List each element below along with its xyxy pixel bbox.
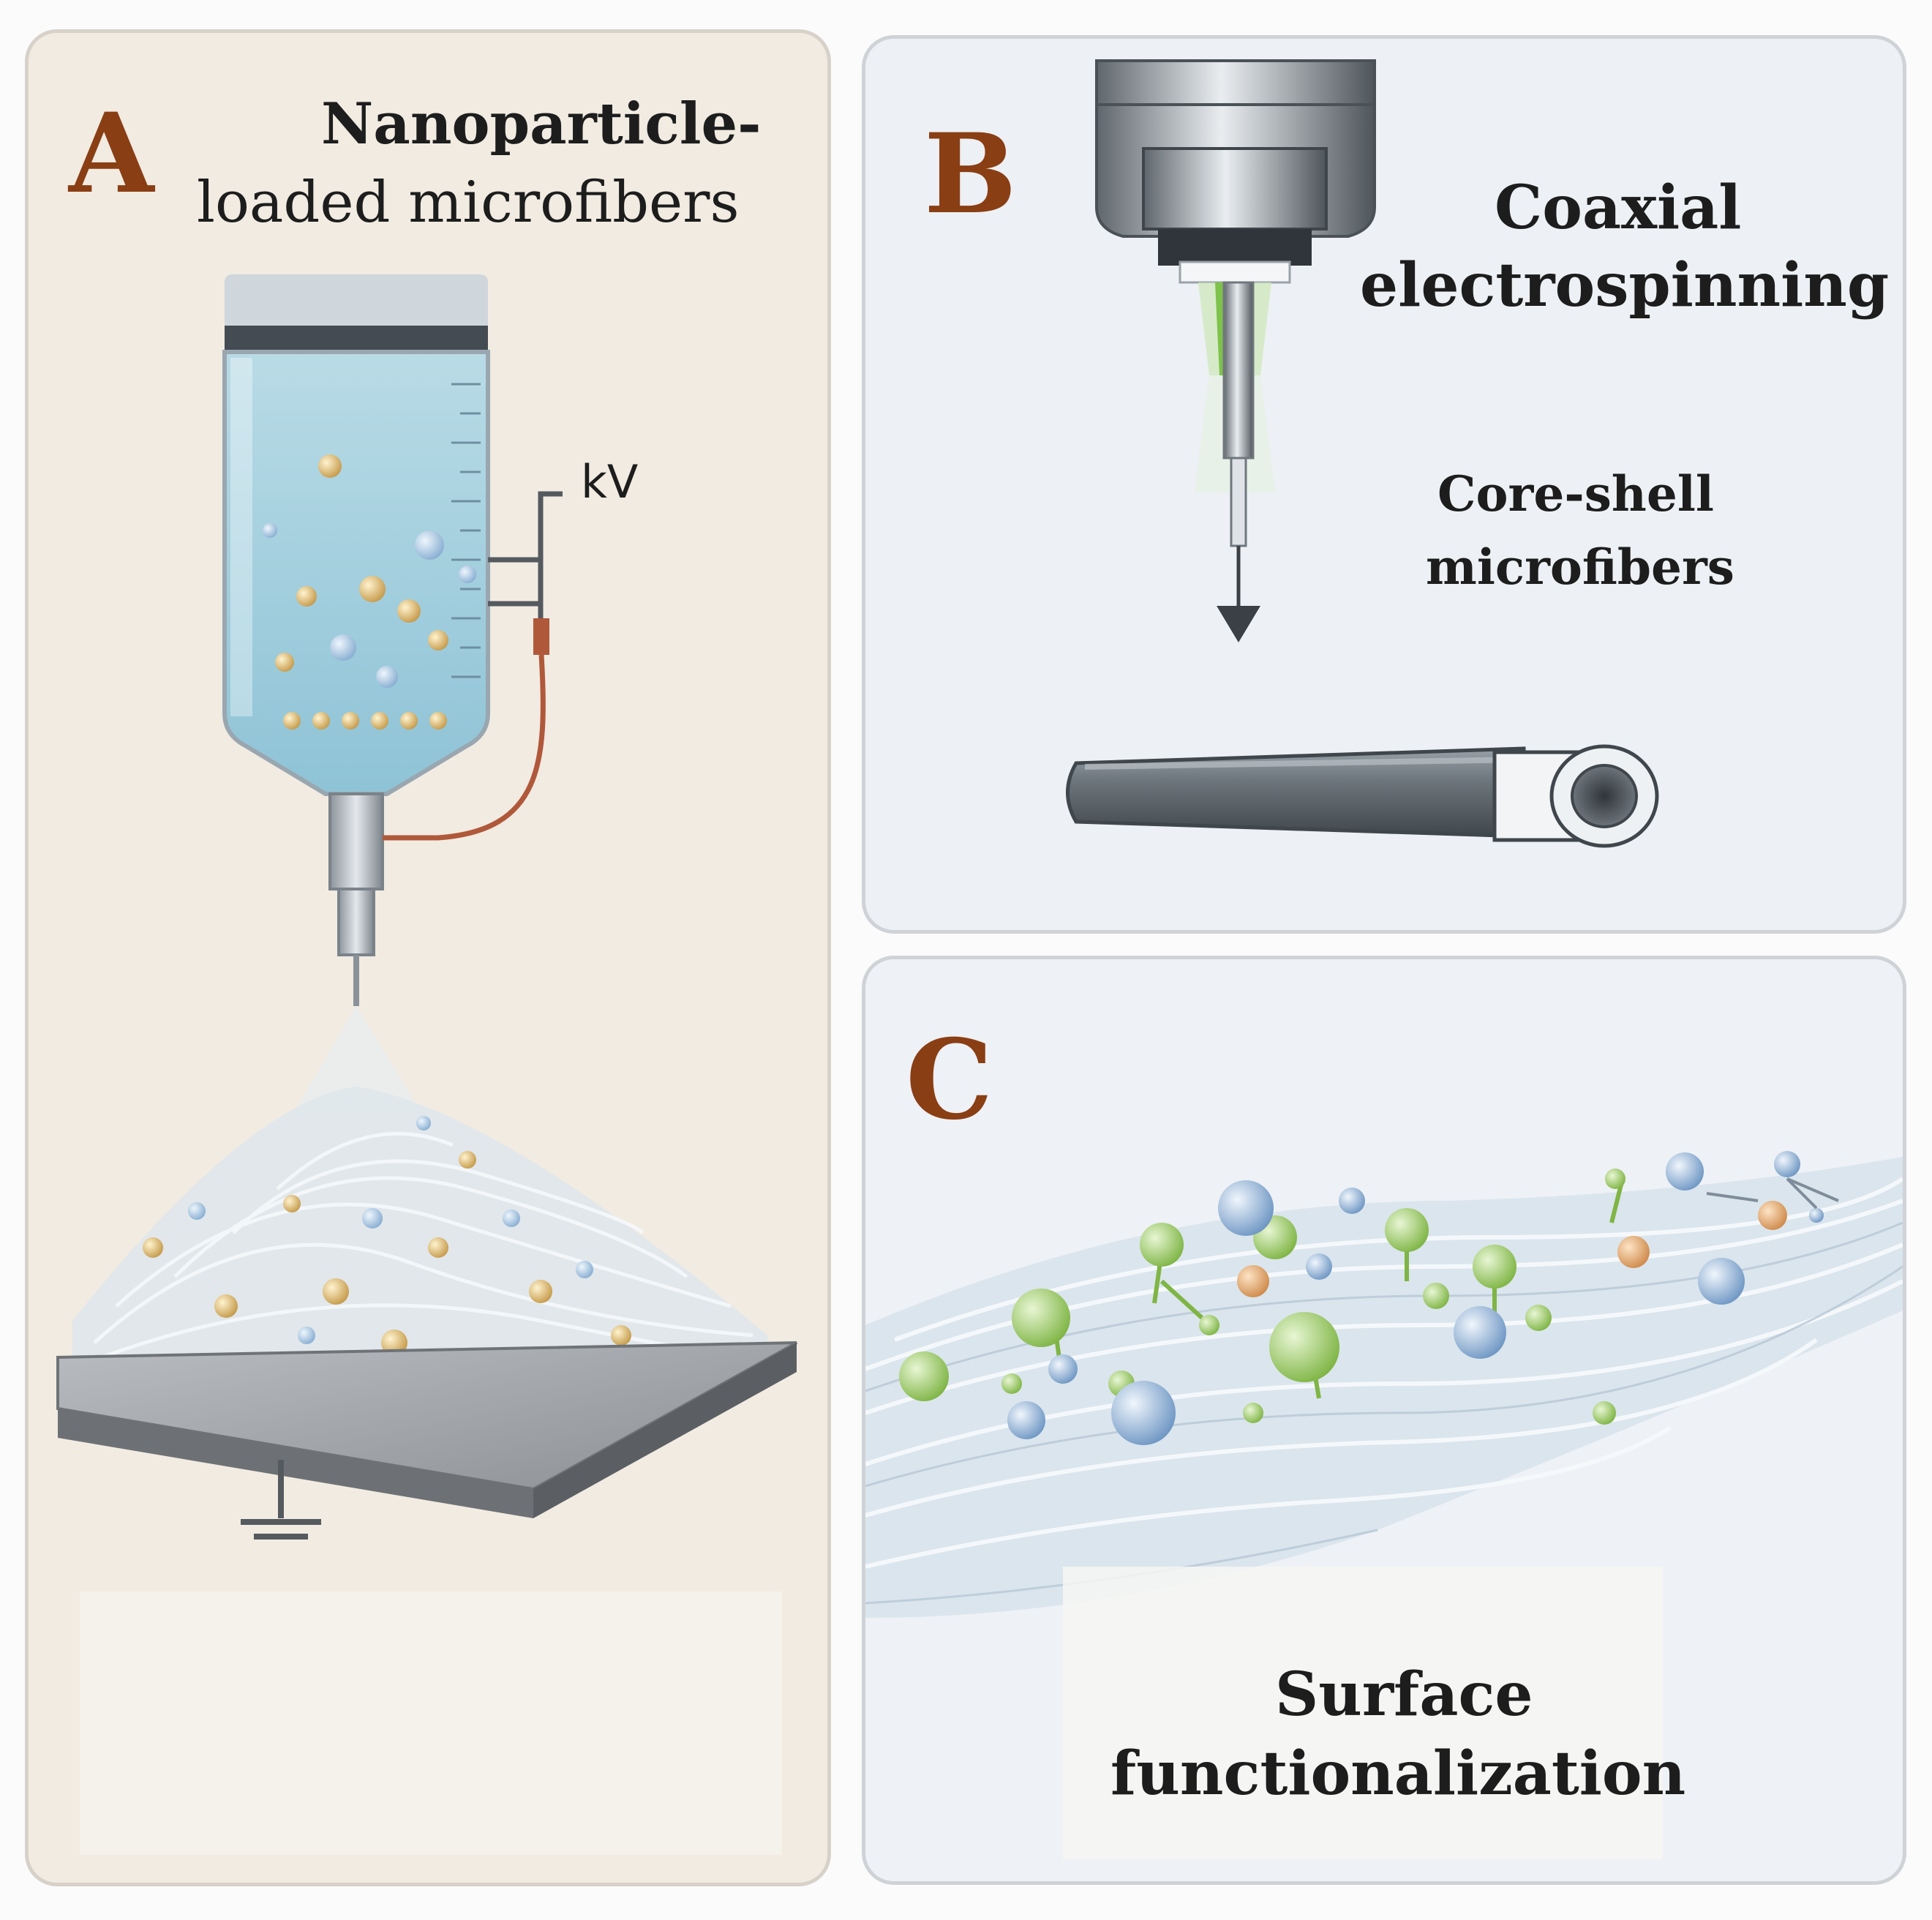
label-backdrop (1063, 1567, 1663, 1859)
panel-a-letter: A (69, 89, 154, 218)
syringe-particles (263, 454, 476, 730)
panel-a-illustration (56, 274, 797, 1855)
panel-b-illustration (1066, 59, 1659, 848)
panel-b: B Coaxial electrospinning Core-shell mic… (862, 35, 1906, 934)
collector-plate (56, 1341, 797, 1518)
panel-a: A Nanoparticle- loaded microfibers kV (25, 29, 831, 1886)
panel-c-letter: C (906, 1016, 993, 1144)
surface-molecules (899, 1151, 1839, 1445)
coaxial-nozzle (1095, 59, 1376, 547)
voltage-wire (383, 491, 563, 841)
core-shell-fiber (1066, 744, 1659, 848)
panel-b-title-line2: electrospinning (1360, 250, 1890, 320)
panel-b-subtitle-line2: microfibers (1426, 539, 1734, 596)
panel-c-title-line1: Surface (1275, 1660, 1533, 1730)
panel-b-subtitle-line1: Core-shell (1437, 465, 1714, 522)
panel-b-letter: B (924, 110, 1017, 239)
fiber-mat (72, 1087, 767, 1372)
ground-symbol (241, 1460, 321, 1540)
down-arrow (1217, 546, 1260, 642)
panel-a-title-line2: loaded microfibers (197, 170, 740, 236)
panel-c-title-line2: functionalization (1110, 1739, 1686, 1809)
panel-b-title-line1: Coaxial (1495, 173, 1742, 243)
voltage-label: kV (581, 455, 639, 509)
spray-cone (292, 1006, 424, 1116)
syringe (222, 274, 490, 1006)
panel-c: C Surface functionalization (862, 956, 1906, 1885)
empty-lower-box (80, 1591, 782, 1855)
panel-a-title-line1: Nanoparticle- (321, 91, 762, 157)
panel-c-illustration (865, 1151, 1903, 1859)
